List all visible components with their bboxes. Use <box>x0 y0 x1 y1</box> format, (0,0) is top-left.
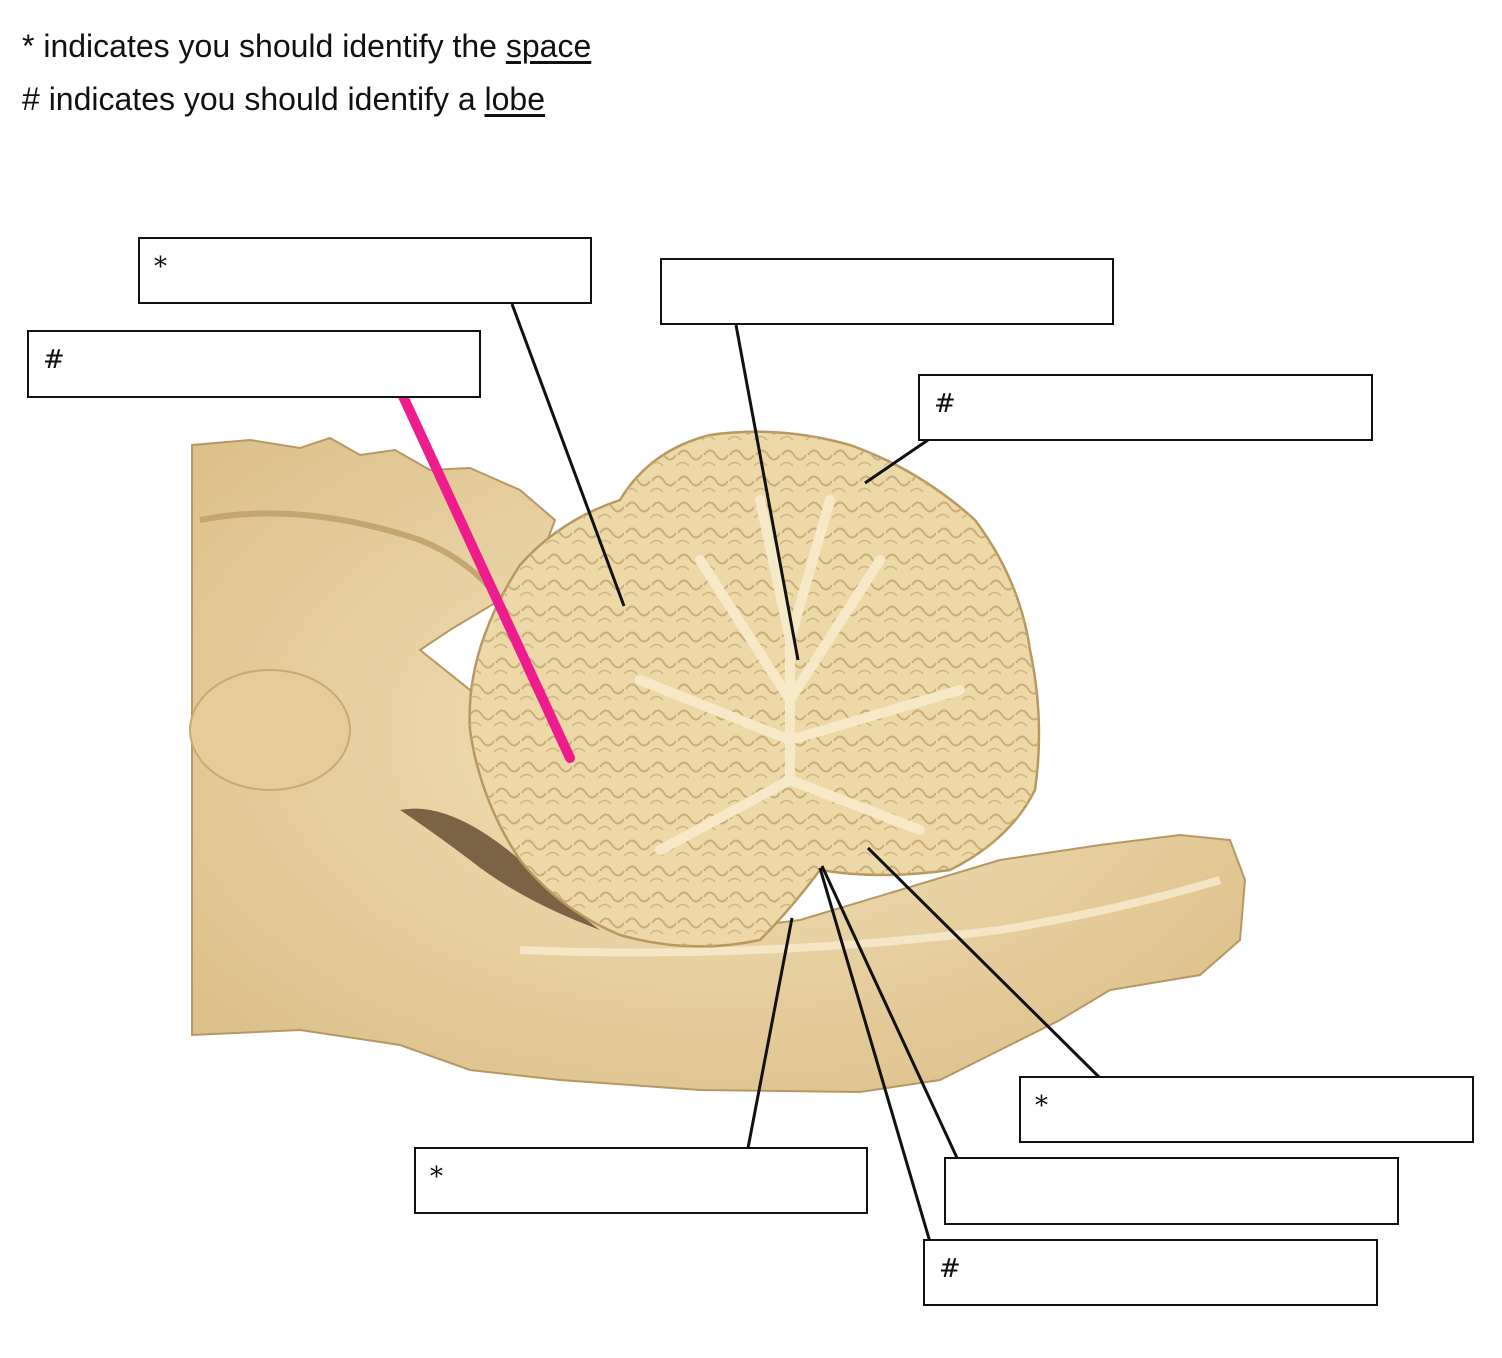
instruction-space-term: space <box>505 28 592 64</box>
label-box-left[interactable]: # <box>27 330 481 398</box>
space-marker: * <box>154 252 167 282</box>
label-box-top-left[interactable]: * <box>138 237 592 304</box>
arbor-vitae <box>635 495 965 855</box>
instruction-space: * indicates you should identify the spac… <box>22 26 591 66</box>
leader-line-right-top <box>864 438 929 485</box>
brainstem-fold <box>199 510 503 602</box>
lobe-marker: # <box>939 1254 961 1284</box>
leader-line-right-lower <box>866 846 1102 1080</box>
lobe-marker: # <box>43 345 65 375</box>
instruction-lobe-term: lobe <box>484 81 546 117</box>
leader-line-top-left <box>510 303 626 607</box>
label-box-top-center[interactable] <box>660 258 1114 325</box>
label-box-right-lower[interactable]: * <box>1019 1076 1474 1143</box>
label-box-bottom-center[interactable]: * <box>414 1147 868 1214</box>
label-box-bottom-right-1[interactable] <box>944 1157 1399 1225</box>
lobe-marker: # <box>934 389 956 419</box>
space-marker: * <box>430 1162 443 1192</box>
leader-lines <box>510 303 1102 1243</box>
leader-line-bottom-right-1 <box>820 865 960 1161</box>
space-marker: * <box>1035 1091 1048 1121</box>
tectum-bulge <box>189 669 351 791</box>
leader-line-bottom-center <box>746 917 794 1149</box>
instruction-space-prefix: * indicates you should identify the <box>22 28 506 64</box>
leader-line-top-center <box>734 324 800 661</box>
instruction-lobe: # indicates you should identify a lobe <box>22 79 545 119</box>
specimen-photo <box>189 430 1247 1094</box>
label-box-right-top[interactable]: # <box>918 374 1373 441</box>
pink-pointer-line <box>397 389 575 763</box>
leader-line-bottom-right-2 <box>818 867 932 1243</box>
instruction-lobe-prefix: # indicates you should identify a <box>22 81 485 117</box>
label-box-bottom-right-2[interactable]: # <box>923 1239 1378 1306</box>
ventricle-cavity <box>400 808 600 930</box>
